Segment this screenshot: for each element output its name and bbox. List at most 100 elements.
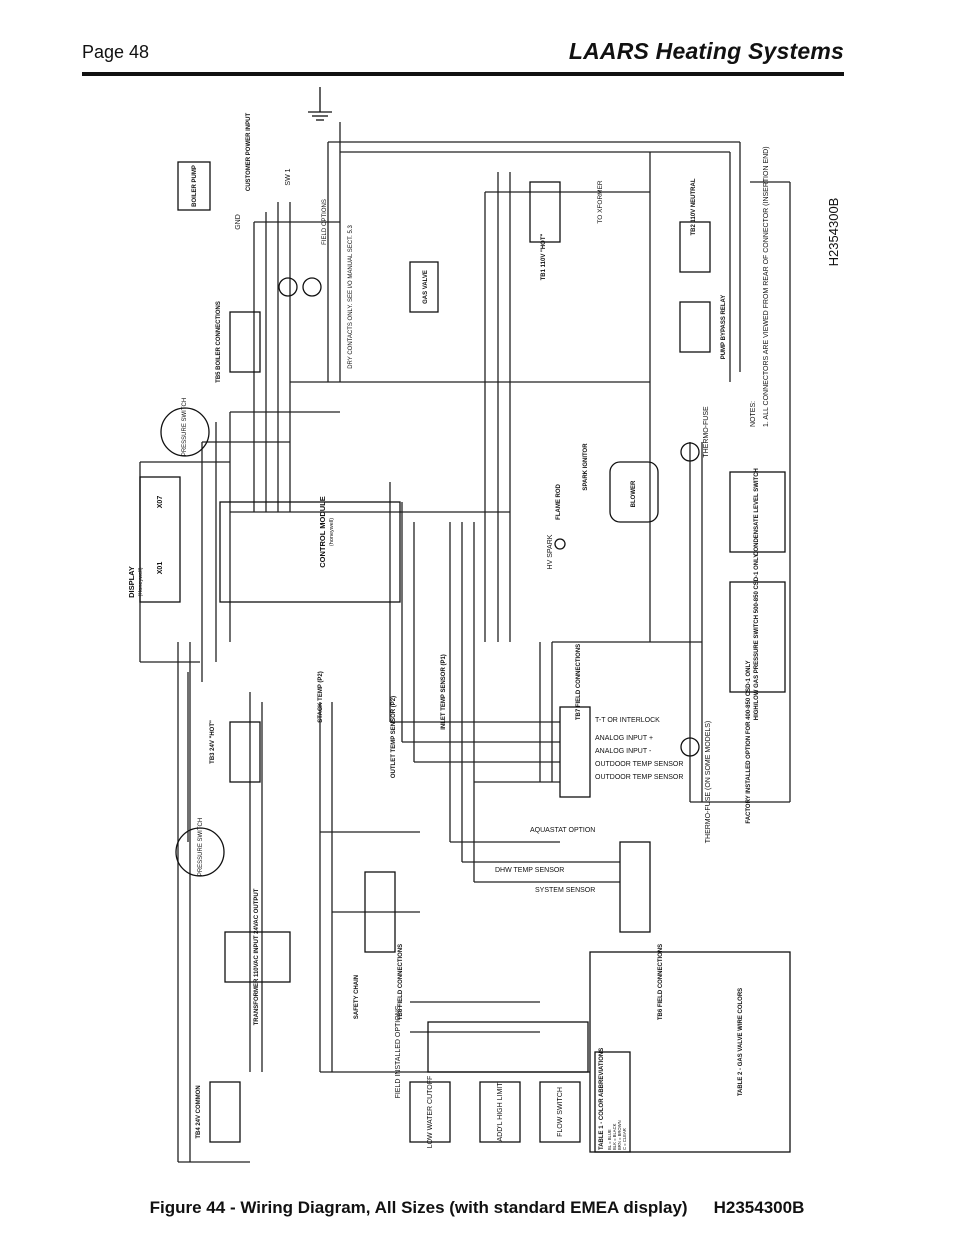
thermo-fuse-icon (680, 442, 700, 462)
tb4-label: TB4 24V COMMON (196, 1085, 202, 1138)
addl-high-limit-box (479, 1081, 521, 1143)
tb7-terminal-3: ANALOG INPUT - (595, 748, 652, 755)
pressure-switch-lower-label: PRESSURE SWITCH (198, 818, 204, 876)
tb2-box (679, 221, 711, 273)
x07-label: X07 (157, 496, 164, 509)
thermo-fuse-optional-icon (680, 737, 700, 757)
factory-installed-label: FACTORY INSTALLED OPTION FOR 400-850 CSD… (746, 660, 752, 823)
inlet-temp-label: INLET TEMP SENSOR (P1) (441, 654, 447, 730)
table-2-box (589, 951, 791, 1153)
gas-valve-label: GAS VALVE (423, 270, 429, 304)
figure-doc-id: H2354300B (713, 1198, 805, 1217)
table-1-row: BL = BLUE (607, 1129, 612, 1150)
transformer-box (224, 931, 291, 983)
thermo-fuse-optional-label: THERMO-FUSE (ON SOME MODELS) (705, 721, 712, 844)
tb7-box (559, 706, 591, 798)
wiring-diagram: CONTROL MODULE (honeywell) DISPLAY (Hone… (127, 87, 841, 1163)
ground-symbol (308, 87, 332, 121)
tb6-dhw-temp: DHW TEMP SENSOR (495, 867, 564, 874)
notes-title: NOTES: (750, 401, 757, 427)
tb3-box (229, 721, 261, 783)
page-header: Page 48 LAARS Heating Systems (82, 38, 844, 74)
table-1-box (594, 1051, 631, 1153)
stack-temp-label: STACK TEMP (P2) (318, 671, 324, 722)
display-box (139, 476, 181, 603)
x01-label: X01 (157, 562, 164, 575)
dry-contacts-label: DRY CONTACTS ONLY. SEE I/O MANUAL SECT. … (348, 225, 354, 369)
flow-switch-label: FLOW SWITCH (557, 1087, 564, 1137)
condensate-label: CONDENSATE LEVEL SWITCH (754, 468, 760, 556)
figure-caption-text: Figure 44 - Wiring Diagram, All Sizes (w… (149, 1198, 688, 1217)
tb3-label: TB3 24V "HOT" (210, 720, 216, 764)
control-module-sub: (honeywell) (329, 518, 335, 546)
tb7-terminal-1: T-T OR INTERLOCK (595, 717, 660, 724)
table-2-title: TABLE 2 - GAS VALVE WIRE COLORS (738, 988, 744, 1096)
gas-pressure-label: HIGH/LOW GAS PRESSURE SWITCH 500-850 CSD… (754, 554, 760, 720)
page-number: Page 48 (82, 42, 150, 62)
drawing-number: H2354300B (826, 198, 841, 267)
flame-rod-label: FLAME ROD (556, 484, 562, 520)
tb7-terminal-2: ANALOG INPUT + (595, 735, 653, 742)
note-1: 1. ALL CONNECTORS ARE VIEWED FROM REAR O… (763, 146, 770, 427)
tb8-box (364, 871, 396, 953)
customer-power-label: CUSTOMER POWER INPUT (246, 113, 252, 192)
low-water-label: LOW WATER CUTOFF (427, 1076, 434, 1149)
blower-box (609, 461, 659, 523)
tb7-terminal-5: OUTDOOR TEMP SENSOR (595, 774, 683, 781)
tb1-box (529, 181, 561, 243)
table-1-title: TABLE 1 - COLOR ABBREVIATIONS (599, 1048, 605, 1150)
tb7-terminal-4: OUTDOOR TEMP SENSOR (595, 761, 683, 768)
tb8-label: TB8 FIELD CONNECTIONS (398, 944, 404, 1020)
pressure-switch-upper-icon (160, 407, 210, 457)
tb4-box (209, 1081, 241, 1143)
condensate-switch-box (729, 471, 786, 553)
figure-caption: Figure 44 - Wiring Diagram, All Sizes (w… (0, 1198, 954, 1218)
tb6-aquastat: AQUASTAT OPTION (530, 827, 595, 834)
low-water-cutoff-box (409, 1081, 451, 1143)
field-installed-label: FIELD INSTALLED OPTIONS (395, 1005, 402, 1098)
gnd-label: GND (235, 214, 242, 230)
dhw-pump-icon (302, 277, 322, 297)
to-xformer-label: TO XFORMER (597, 180, 604, 224)
display-sub: (Honeywell) (138, 567, 144, 596)
blower-label: BLOWER (631, 480, 637, 507)
tb6-label: TB6 FIELD CONNECTIONS (658, 944, 664, 1020)
display-label: DISPLAY (127, 566, 136, 598)
pressure-switch-upper-label: PRESSURE SWITCH (182, 398, 188, 456)
thermo-fuse-label: THERMO-FUSE (703, 406, 710, 458)
field-installed-options-frame (427, 1021, 589, 1073)
transformer-label: TRANSFORMER 110VAC INPUT 24VAC OUTPUT (254, 888, 260, 1025)
spark-ignitor-label: SPARK IGNITOR (583, 443, 589, 491)
pump-relay-box (679, 301, 711, 353)
hv-spark-icon (554, 538, 566, 550)
addl-high-limit-label: ADD'L HIGH LIMIT (497, 1082, 504, 1142)
header-rule (82, 72, 844, 76)
tb2-label: TB2 110V NEUTRAL (691, 178, 697, 235)
control-module-label: CONTROL MODULE (318, 496, 327, 568)
safety-chain-label: SAFETY CHAIN (354, 975, 360, 1019)
hv-spark-label: HV SPARK (547, 534, 554, 569)
gas-pressure-switch-box (729, 581, 786, 693)
control-module-box (219, 501, 401, 603)
tb6-box (619, 841, 651, 933)
table-1-row: C = CLEAR (622, 1128, 627, 1150)
boiler-pump-label: BOILER PUMP (192, 165, 198, 207)
sw1-label: SW 1 (285, 168, 292, 185)
tb5-label: TB5 BOILER CONNECTIONS (216, 301, 222, 383)
flow-switch-box (539, 1081, 581, 1143)
sys-pump-icon (278, 277, 298, 297)
tb1-label: TB1 110V "HOT" (541, 233, 547, 280)
pump-relay-label: PUMP BYPASS RELAY (721, 295, 727, 360)
table-1-row: BRN = BROWN (617, 1120, 622, 1150)
gas-valve-box (409, 261, 439, 313)
table-1-row: BLK = BLACK (612, 1123, 617, 1150)
tb5-box (229, 311, 261, 373)
tb6-system-sensor: SYSTEM SENSOR (535, 887, 595, 894)
brand-title: LAARS Heating Systems (568, 38, 844, 64)
field-options-label: FIELD OPTIONS (322, 199, 328, 245)
pressure-switch-lower-icon (175, 827, 225, 877)
outlet-temp-label: OUTLET TEMP SENSOR (P2) (391, 696, 397, 778)
tb7-label: TB7 FIELD CONNECTIONS (576, 644, 582, 720)
wire-lines (139, 122, 791, 1163)
boiler-pump-box (177, 161, 211, 211)
